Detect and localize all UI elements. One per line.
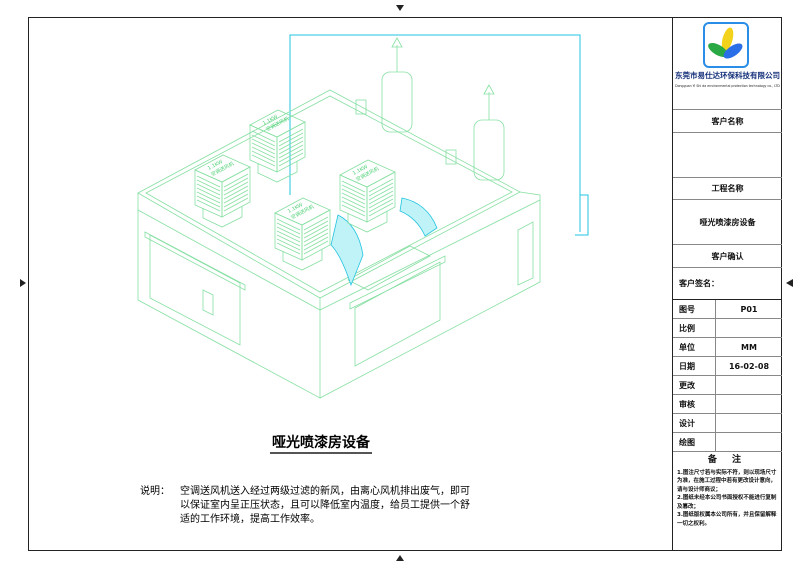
field-row-7: 绘图 <box>673 433 782 452</box>
note-item: 1.图注尺寸若与实际不符，则以现场尺寸为准，在施工过程中若有更改设计意向，请与设… <box>677 469 777 493</box>
field-label: 绘图 <box>673 433 716 451</box>
center-mark-top <box>396 5 404 11</box>
field-row-6: 设计 <box>673 414 782 433</box>
field-row-1: 比例 <box>673 319 782 338</box>
notes-section: 备 注 1.图注尺寸若与实际不符，则以现场尺寸为准，在施工过程中若有更改设计意向… <box>673 454 782 528</box>
description-text: 空调送风机送入经过两级过滤的新风，由离心风机排出废气，即可以保证室内呈正压状态，… <box>180 486 470 525</box>
field-label: 审核 <box>673 395 716 413</box>
company-name-en: Dongguan Yi Shi da environmental protect… <box>675 84 780 88</box>
field-value: P01 <box>740 304 758 314</box>
project-name-label: 工程名称 <box>673 178 782 200</box>
description-label: 说明： <box>140 486 170 497</box>
field-label: 图号 <box>673 300 716 318</box>
field-row-5: 审核 <box>673 395 782 414</box>
company-name-cn: 东莞市易仕达环保科技有限公司 <box>675 71 780 80</box>
center-mark-left <box>20 279 26 287</box>
field-value: 16-02-08 <box>728 361 770 371</box>
company-logo-icon <box>703 22 749 68</box>
customer-name-value <box>673 133 782 178</box>
center-mark-bottom <box>396 555 404 561</box>
customer-confirm-label: 客户确认 <box>673 245 782 268</box>
note-item: 2.图纸未经本公司书面授权不能进行复制及篡改； <box>677 495 777 510</box>
note-item: 3.图纸版权属本公司所有，并且保留解释一切之权利。 <box>677 512 777 527</box>
drawing-frame <box>28 17 782 551</box>
title-block: 东莞市易仕达环保科技有限公司 Dongguan Yi Shi da enviro… <box>672 17 782 551</box>
field-row-4: 更改 <box>673 376 782 395</box>
field-label: 日期 <box>673 357 716 375</box>
field-label: 更改 <box>673 376 716 394</box>
back-wall <box>289 34 589 236</box>
customer-name-label: 客户名称 <box>673 110 782 133</box>
booth-structure <box>137 37 541 399</box>
customer-signature-label: 客户签名： <box>673 268 782 300</box>
field-label: 比例 <box>673 319 716 337</box>
description: 说明： 空调送风机送入经过两级过滤的新风，由离心风机排出废气，即可以保证室内呈正… <box>140 485 470 527</box>
project-name-value: 哑光喷漆房设备 <box>673 200 782 245</box>
field-label: 单位 <box>673 338 716 356</box>
field-row-3: 日期 16-02-08 <box>673 357 782 376</box>
field-value: MM <box>741 342 757 352</box>
drawing-title: 哑光喷漆房设备 <box>270 432 372 454</box>
notes-title: 备 注 <box>707 455 748 465</box>
field-row-2: 单位 MM <box>673 338 782 357</box>
field-row-0: 图号 P01 <box>673 300 782 319</box>
company-cell: 东莞市易仕达环保科技有限公司 Dongguan Yi Shi da enviro… <box>673 17 782 110</box>
field-label: 设计 <box>673 414 716 432</box>
center-mark-right <box>786 279 793 287</box>
